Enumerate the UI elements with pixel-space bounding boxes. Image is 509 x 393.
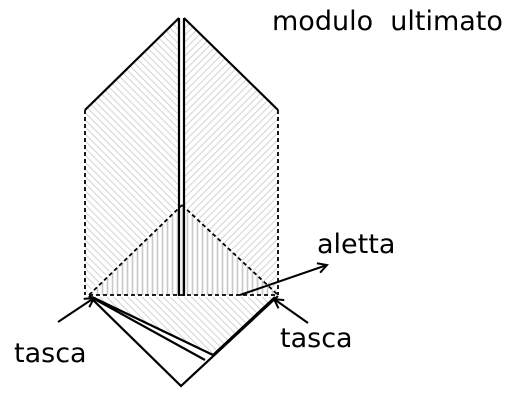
left-pocket-line-inner [88,295,206,361]
tasca-left-arrow [57,298,94,323]
title-label: modulo ultimato [272,6,503,37]
right-top-edge [183,17,279,111]
left-pocket-line [91,296,214,356]
left-top-edge [84,17,180,111]
tasca-right-label: tasca [280,323,353,354]
aletta-arrow [239,265,327,296]
right-pocket-line [212,296,276,356]
bottom-point-outline [88,295,279,388]
aletta-label: aletta [317,229,395,260]
lower-flap-hatch [92,297,275,355]
tasca-right-arrow [274,299,309,324]
inner-right-diagonal-dashed [181,204,279,296]
inner-left-diagonal-dashed [88,204,183,296]
tasca-left-label: tasca [14,338,87,369]
